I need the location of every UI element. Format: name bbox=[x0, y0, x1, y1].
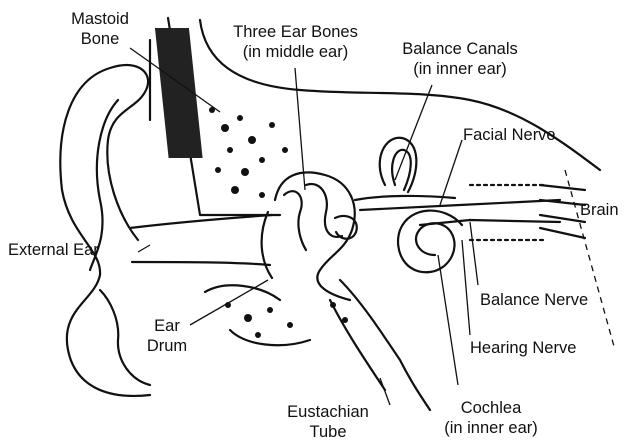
facial-nerve-trunk bbox=[360, 200, 560, 210]
label-ear-drum-line2: Drum bbox=[142, 336, 192, 356]
cochlea-spiral bbox=[398, 211, 462, 273]
label-balance-canals-line1: Balance Canals bbox=[390, 39, 530, 59]
label-ear-drum-line1: Ear bbox=[142, 316, 192, 336]
internal-canal-dotted bbox=[470, 185, 545, 240]
leader-eustachian bbox=[380, 378, 390, 405]
label-facial-nerve: Facial Nerve bbox=[463, 125, 556, 145]
label-bones-line2: (in middle ear) bbox=[218, 42, 373, 62]
leader-balance-nerve bbox=[470, 222, 478, 285]
label-brain: Brain bbox=[580, 200, 619, 220]
label-balance-canals-line2: (in inner ear) bbox=[390, 59, 530, 79]
label-eustachian-tube: Eustachian Tube bbox=[278, 402, 378, 442]
malleus bbox=[284, 191, 306, 250]
ear-canal-lower bbox=[132, 262, 270, 265]
label-eustachian-line1: Eustachian bbox=[278, 402, 378, 422]
pinna-outline bbox=[60, 65, 150, 396]
leader-cochlea bbox=[438, 255, 458, 385]
label-cochlea: Cochlea (in inner ear) bbox=[432, 398, 550, 438]
eardrum-membrane bbox=[262, 212, 272, 278]
leader-brain bbox=[565, 170, 615, 350]
label-cochlea-line2: (in inner ear) bbox=[432, 418, 550, 438]
leader-facial-nerve bbox=[440, 140, 462, 205]
label-cochlea-line1: Cochlea bbox=[432, 398, 550, 418]
leader-ear-drum bbox=[190, 280, 268, 325]
label-hearing-nerve: Hearing Nerve bbox=[470, 338, 576, 358]
leader-balance-canals bbox=[395, 85, 432, 180]
label-mastoid-bone: Mastoid Bone bbox=[60, 9, 140, 49]
label-eustachian-line2: Tube bbox=[278, 422, 378, 442]
label-bones-line1: Three Ear Bones bbox=[218, 22, 373, 42]
label-balance-canals: Balance Canals (in inner ear) bbox=[390, 39, 530, 79]
label-three-ear-bones: Three Ear Bones (in middle ear) bbox=[218, 22, 373, 62]
vestibule bbox=[355, 196, 455, 200]
leader-external-ear bbox=[138, 245, 150, 252]
label-mastoid-line2: Bone bbox=[60, 29, 140, 49]
mastoid-air-cells bbox=[209, 107, 348, 338]
incus bbox=[306, 184, 342, 237]
label-external-ear: External Ear bbox=[8, 240, 99, 260]
ear-canal-upper bbox=[130, 215, 272, 228]
leader-bones bbox=[295, 68, 305, 190]
label-ear-drum: Ear Drum bbox=[142, 316, 192, 356]
balance-canals bbox=[380, 138, 417, 192]
label-balance-nerve: Balance Nerve bbox=[480, 290, 588, 310]
mastoid-dark-band bbox=[155, 28, 203, 158]
eustachian-tube-lower bbox=[330, 300, 385, 390]
label-mastoid-line1: Mastoid bbox=[60, 9, 140, 29]
leader-hearing-nerve bbox=[462, 240, 470, 335]
brain-bundle bbox=[540, 185, 585, 238]
